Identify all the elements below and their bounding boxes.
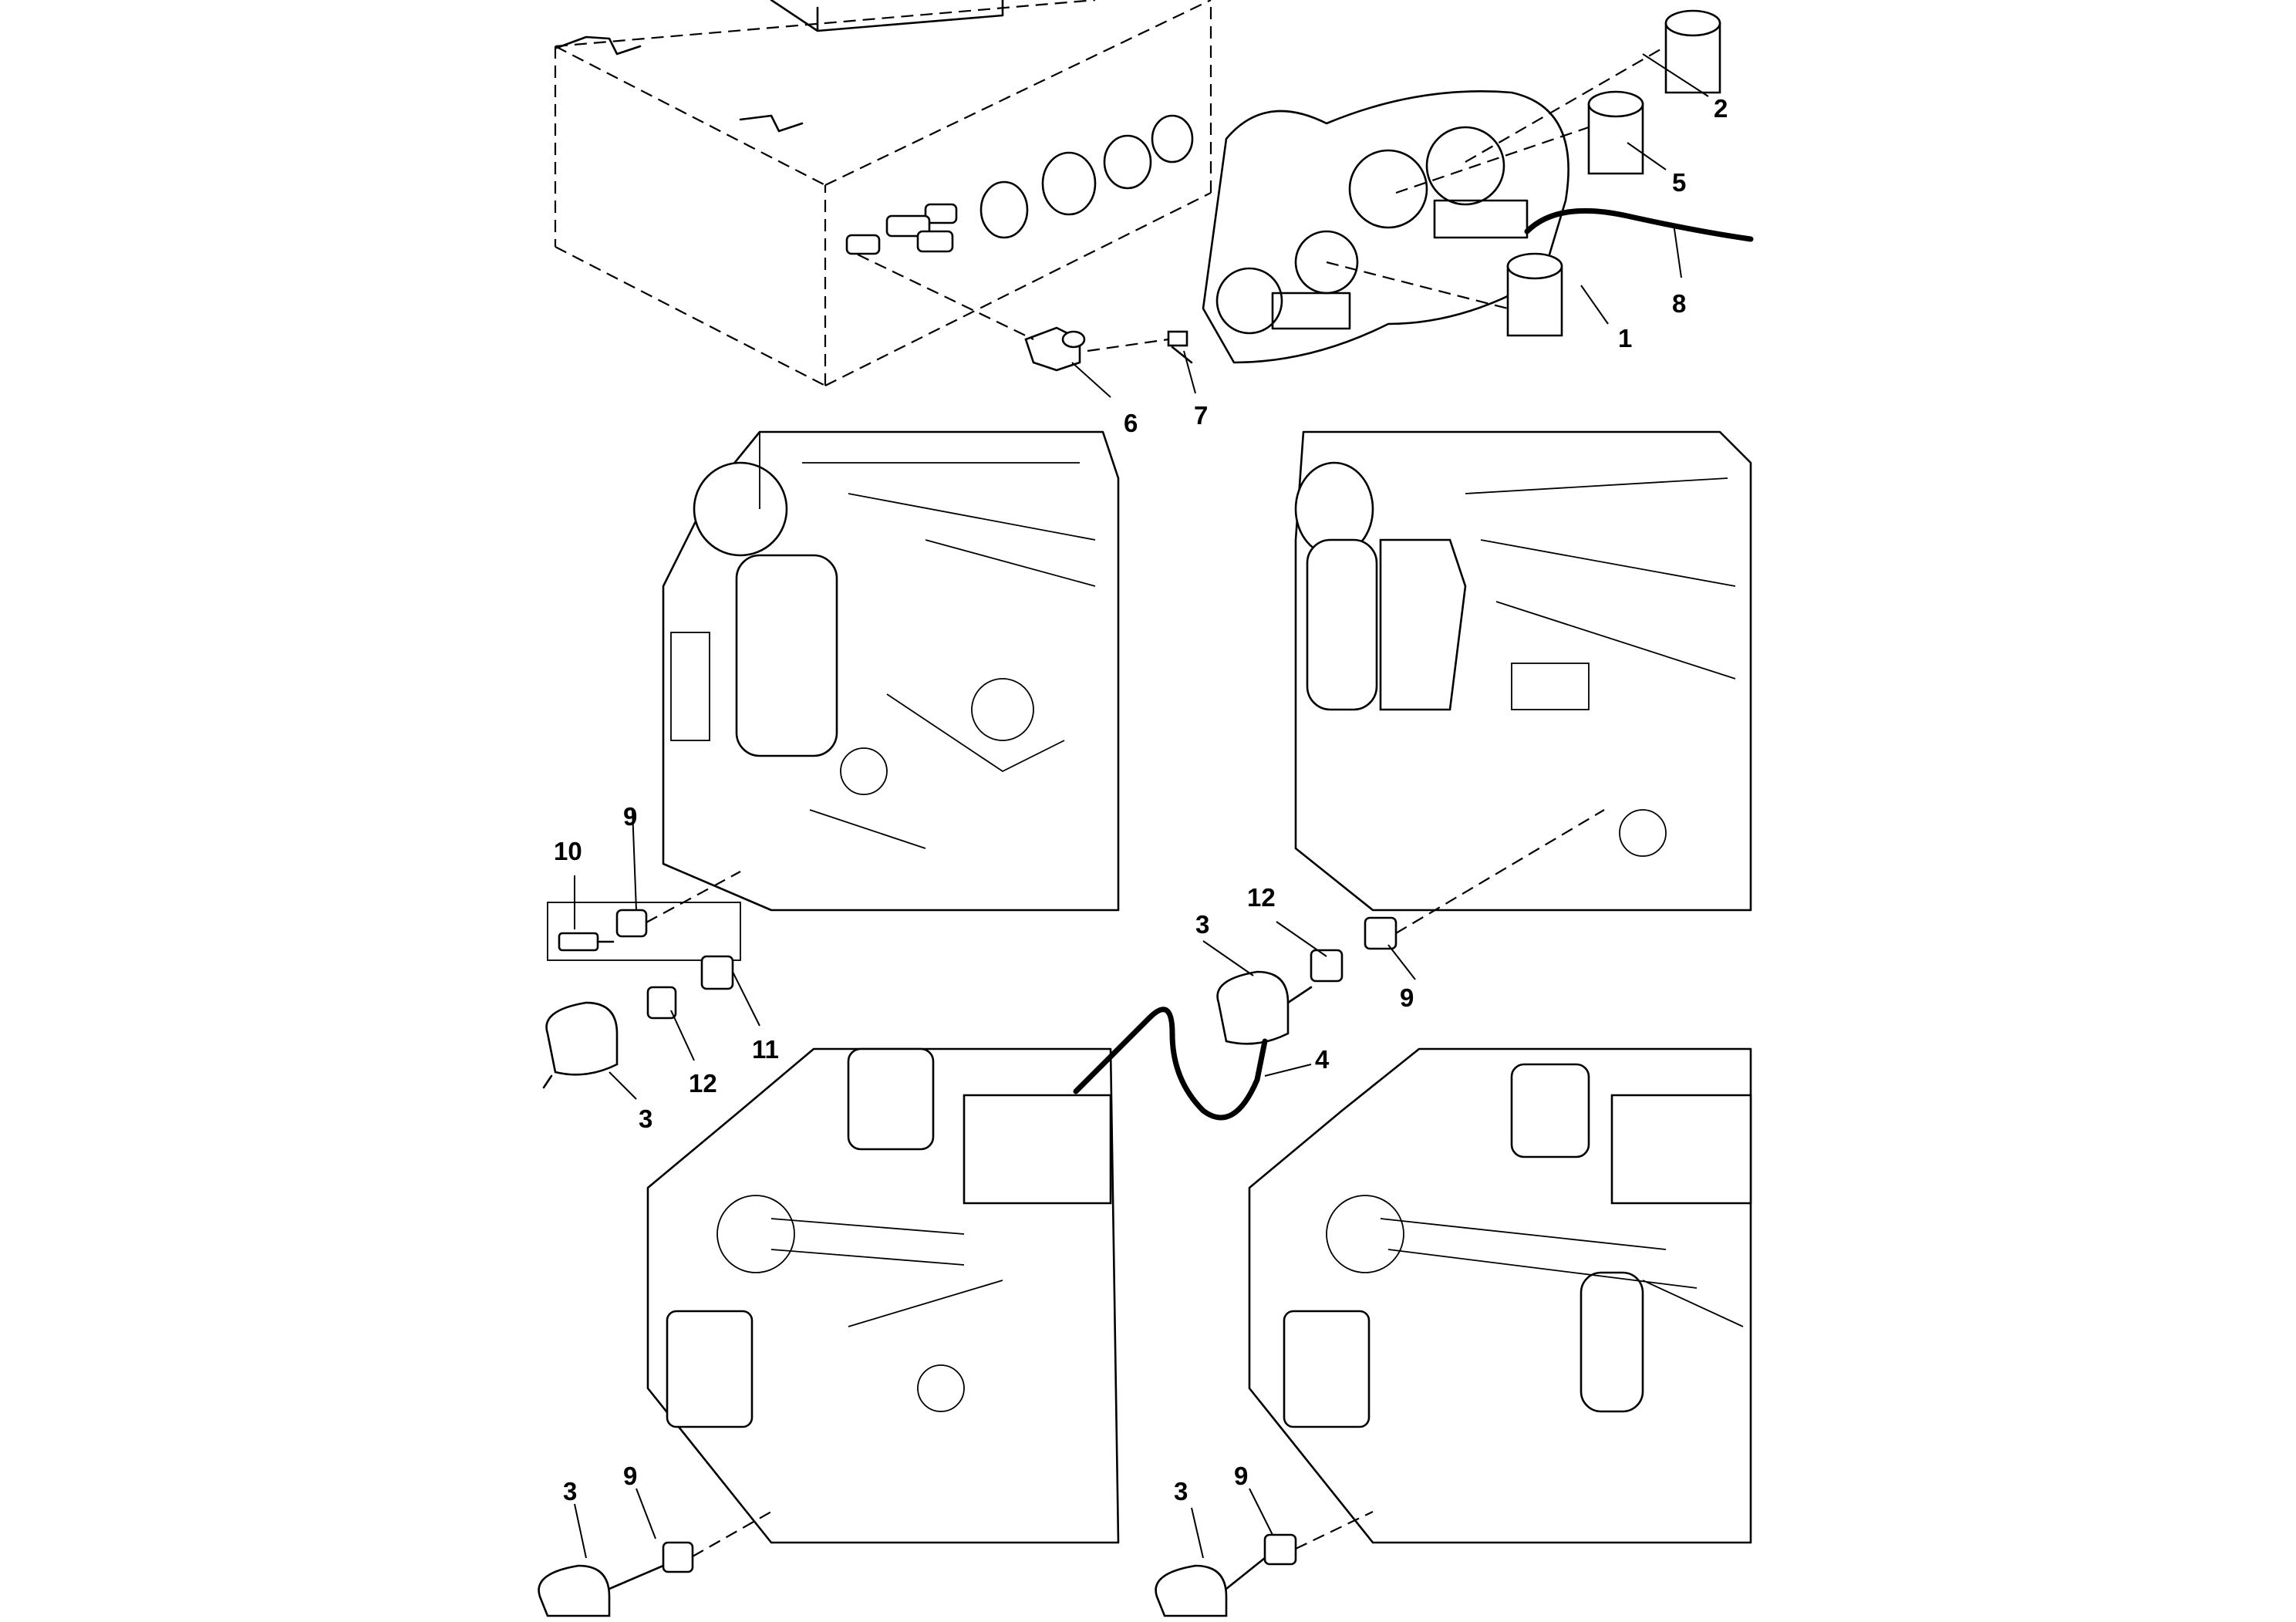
callout-5: 5 <box>1672 168 1686 197</box>
callout-8: 8 <box>1672 289 1686 318</box>
sender-group-bottom-right <box>1155 1511 1374 1617</box>
adaptor-12-b <box>1310 949 1344 983</box>
callout-9-c: 9 <box>623 1462 637 1490</box>
sender-3-a <box>542 1001 619 1089</box>
callout-12-a: 12 <box>689 1069 717 1098</box>
callout-12-b: 12 <box>1247 883 1276 912</box>
callout-9-d: 9 <box>1234 1462 1248 1490</box>
harness-8 <box>1524 207 1754 242</box>
box-fittings <box>845 114 1194 255</box>
callout-3-c: 3 <box>563 1477 577 1506</box>
elbow-fitting <box>1024 326 1086 372</box>
callout-3-b: 3 <box>1195 910 1209 939</box>
sender-group-bottom-left <box>538 1511 772 1617</box>
adaptor-12-a <box>646 986 677 1020</box>
callout-9-b: 9 <box>1400 983 1414 1012</box>
sender-3-d <box>1155 1564 1228 1617</box>
adaptor-9-c <box>662 1541 694 1573</box>
adaptor-9-d <box>1263 1533 1297 1566</box>
adaptor-9-b <box>1364 916 1397 950</box>
adaptor-9-a <box>615 909 648 938</box>
sender-3-c <box>538 1564 611 1617</box>
engine-view-a <box>662 430 1120 912</box>
callout-7: 7 <box>1194 401 1208 430</box>
engine-view-d <box>1248 1047 1752 1544</box>
sender-group-left <box>542 871 741 1089</box>
adaptor-11 <box>700 955 734 990</box>
callout-3-d: 3 <box>1174 1477 1188 1506</box>
gauge-5 <box>1587 90 1644 175</box>
callout-10: 10 <box>554 837 582 865</box>
sender-group-middle <box>1216 809 1605 1045</box>
engine-view-c <box>646 1047 1120 1544</box>
callout-9-a: 9 <box>623 802 637 831</box>
bolt <box>1167 330 1193 364</box>
instrument-box <box>554 0 1212 386</box>
gauge-2 <box>1664 9 1721 94</box>
harness-4 <box>1073 1007 1268 1121</box>
callout-11: 11 <box>752 1035 779 1064</box>
sender-3-b <box>1216 970 1290 1045</box>
leader-lines <box>574 53 1709 1559</box>
engine-view-b <box>1294 430 1752 912</box>
adaptor-10 <box>558 932 615 952</box>
callout-1: 1 <box>1618 324 1632 352</box>
callout-2: 2 <box>1714 94 1728 123</box>
gauge-1 <box>1506 252 1563 337</box>
callout-3-a: 3 <box>639 1104 652 1133</box>
callout-4: 4 <box>1315 1045 1330 1074</box>
callout-labels: 1 2 5 8 6 7 10 9 11 12 3 3 12 9 4 3 9 3 … <box>554 94 1728 1506</box>
callout-6: 6 <box>1124 409 1138 437</box>
